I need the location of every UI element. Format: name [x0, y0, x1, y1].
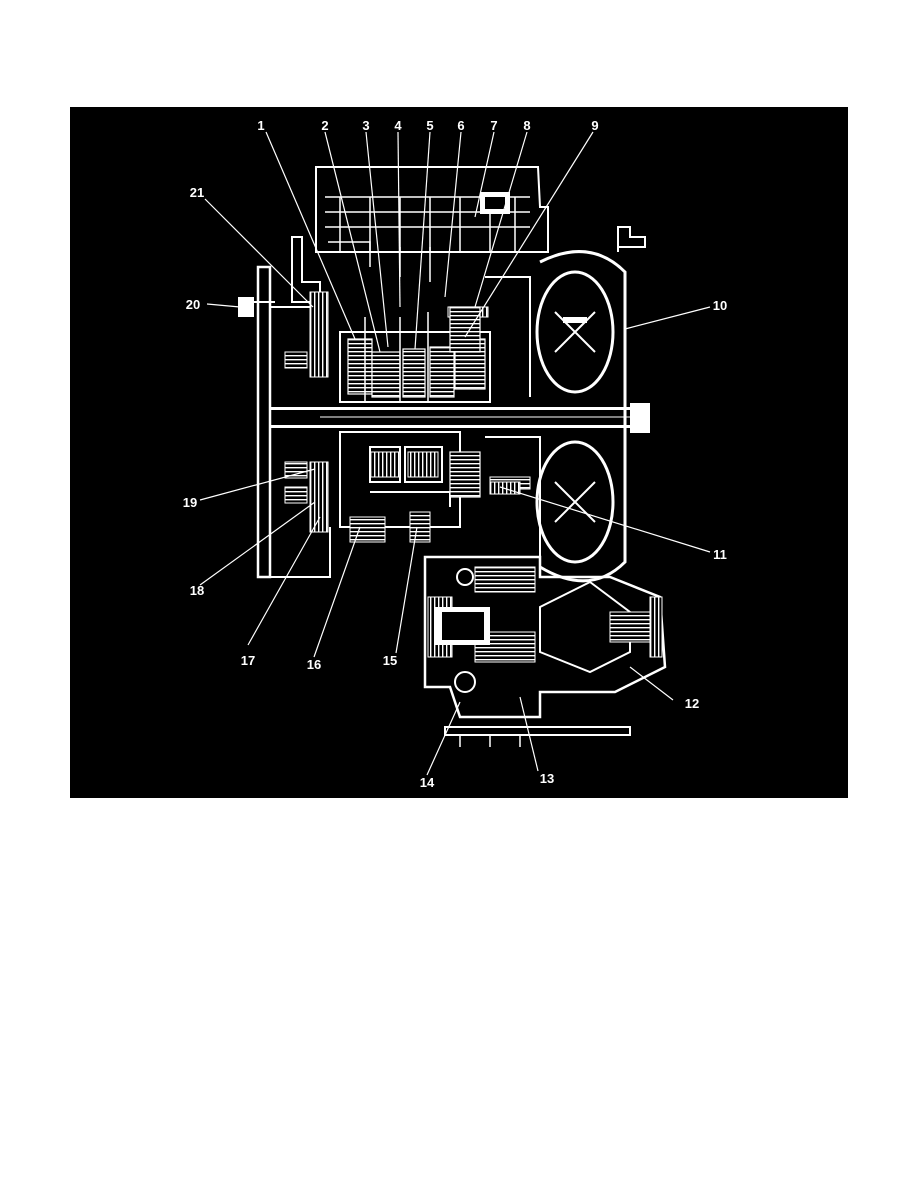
cutaway-drawing: 1 2 3 4 5 6 7 8 9 10 11 12 13 14 15 16 1…	[183, 118, 727, 790]
callout-9: 9	[591, 118, 598, 133]
callout-18: 18	[190, 583, 204, 598]
callout-1: 1	[257, 118, 264, 133]
leader-line-1	[265, 131, 356, 340]
callout-7: 7	[490, 118, 497, 133]
leader-line-2	[324, 131, 381, 353]
leader-line-15	[395, 526, 418, 654]
leader-line-10	[624, 306, 711, 330]
cutaway-artwork	[238, 166, 667, 747]
leader-line-17	[247, 516, 321, 646]
leader-line-16	[313, 526, 361, 658]
leader-line-19	[199, 468, 316, 501]
callout-14: 14	[420, 775, 435, 790]
torque-converter	[489, 226, 646, 583]
leader-line-13	[519, 696, 539, 772]
leader-line-5	[414, 131, 431, 350]
callout-11: 11	[713, 547, 727, 562]
transmission-cutaway-figure: 1 2 3 4 5 6 7 8 9 10 11 12 13 14 15 16 1…	[70, 107, 848, 798]
leader-line-4	[397, 131, 401, 308]
leader-line-14	[426, 701, 461, 776]
main-shaft	[270, 403, 650, 433]
leader-line-21	[204, 198, 314, 308]
callout-21: 21	[190, 185, 204, 200]
callout-3: 3	[362, 118, 369, 133]
leader-line-12	[629, 666, 674, 701]
leader-line-18	[199, 501, 316, 586]
callout-4: 4	[394, 118, 402, 133]
leader-line-9	[464, 131, 594, 338]
callout-17: 17	[241, 653, 255, 668]
callout-12: 12	[685, 696, 699, 711]
leader-line-6	[444, 131, 462, 298]
left-housing	[238, 236, 331, 579]
callout-13: 13	[540, 771, 554, 786]
leader-lines	[199, 131, 711, 776]
valve-body	[315, 166, 549, 282]
final-drive	[423, 555, 667, 747]
planetary-sets	[339, 431, 461, 543]
callout-19: 19	[183, 495, 197, 510]
callout-10: 10	[713, 298, 727, 313]
leader-line-20	[206, 303, 241, 308]
leader-line-11	[499, 486, 711, 553]
callout-16: 16	[307, 657, 321, 672]
callout-15: 15	[383, 653, 397, 668]
leader-line-3	[365, 131, 389, 348]
leader-line-7	[474, 131, 495, 218]
leader-line-8	[474, 131, 528, 308]
callout-20: 20	[186, 297, 200, 312]
callout-6: 6	[457, 118, 464, 133]
callout-labels: 1 2 3 4 5 6 7 8 9 10 11 12 13 14 15 16 1…	[183, 118, 727, 790]
callout-8: 8	[523, 118, 530, 133]
callout-2: 2	[321, 118, 328, 133]
callout-5: 5	[426, 118, 433, 133]
